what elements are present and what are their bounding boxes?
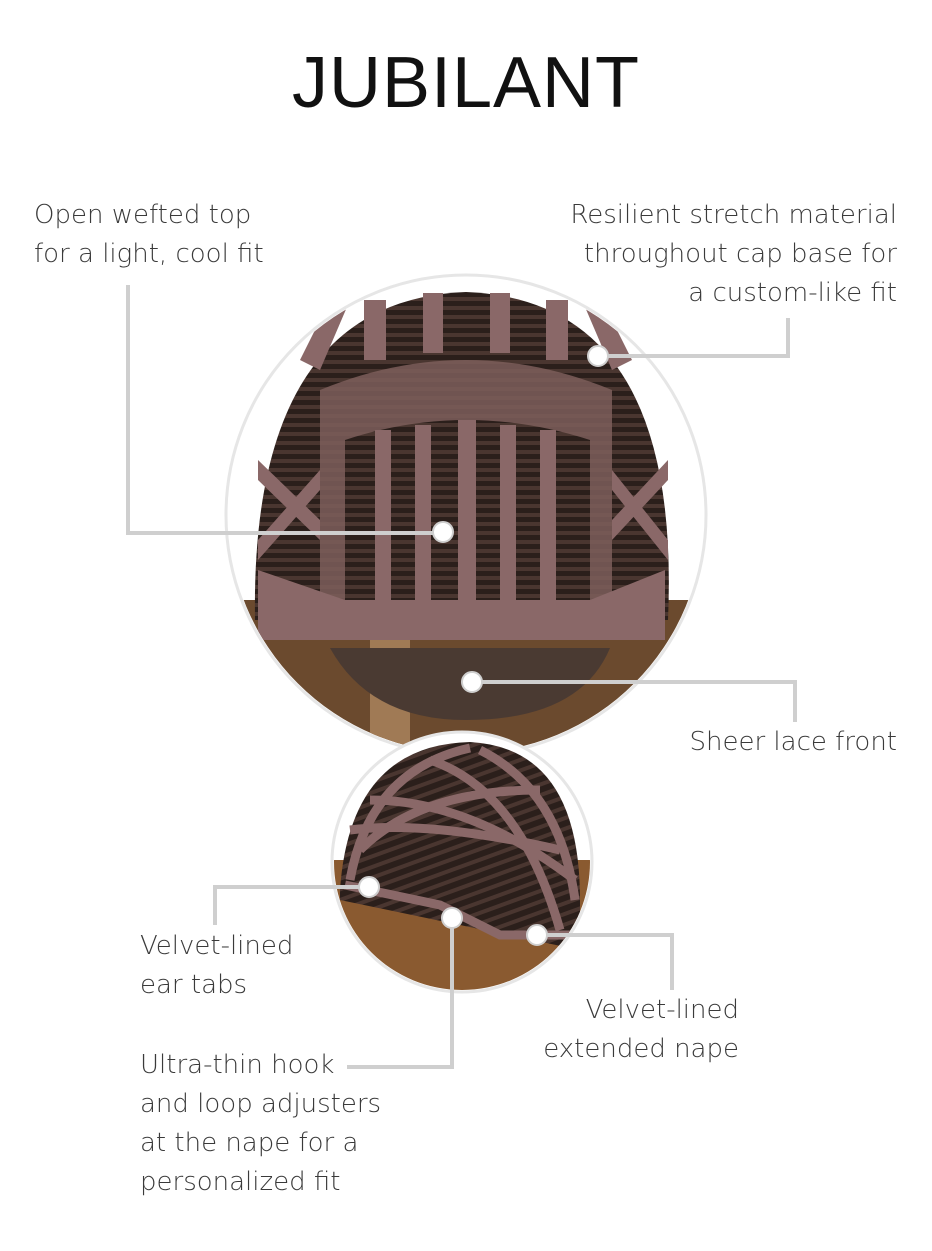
label-resilient: Resilient stretch material throughout ca… — [570, 196, 897, 313]
main-cap-image — [228, 292, 704, 753]
callout-dot-open-wefted — [432, 521, 454, 543]
callout-dot-hook-loop — [441, 907, 463, 929]
callout-dot-nape — [526, 924, 548, 946]
label-line: Sheer lace front — [689, 727, 898, 757]
callout-dot-sheer-lace — [461, 671, 483, 693]
callout-dot-ear-tabs — [358, 876, 380, 898]
callout-dot-resilient — [587, 345, 609, 367]
product-title: JUBILANT — [291, 43, 641, 123]
label-line: throughout cap base for — [583, 239, 897, 269]
label-line: Ultra-thin hook — [140, 1050, 335, 1080]
label-line: personalized fit — [140, 1167, 341, 1197]
label-line: Resilient stretch material — [570, 200, 897, 230]
label-line: Velvet-lined — [140, 931, 294, 961]
label-line: a custom-like fit — [688, 278, 897, 308]
label-nape: Velvet-lined extended nape — [543, 991, 739, 1069]
leader-lines — [126, 285, 797, 1069]
label-line: extended nape — [543, 1034, 739, 1064]
label-hook-loop: Ultra-thin hook and loop adjusters at th… — [140, 1046, 381, 1202]
label-open-wefted: Open wefted top for a light, cool fit — [34, 196, 264, 274]
label-line: and loop adjusters — [140, 1089, 382, 1119]
label-line: ear tabs — [140, 970, 248, 1000]
label-sheer-lace: Sheer lace front — [690, 723, 898, 762]
label-line: at the nape for a — [140, 1128, 359, 1158]
label-line: Velvet-lined — [585, 995, 739, 1025]
label-line: Open wefted top — [34, 200, 252, 230]
label-ear-tabs: Velvet-lined ear tabs — [140, 927, 293, 1005]
label-line: for a light, cool fit — [34, 239, 264, 269]
